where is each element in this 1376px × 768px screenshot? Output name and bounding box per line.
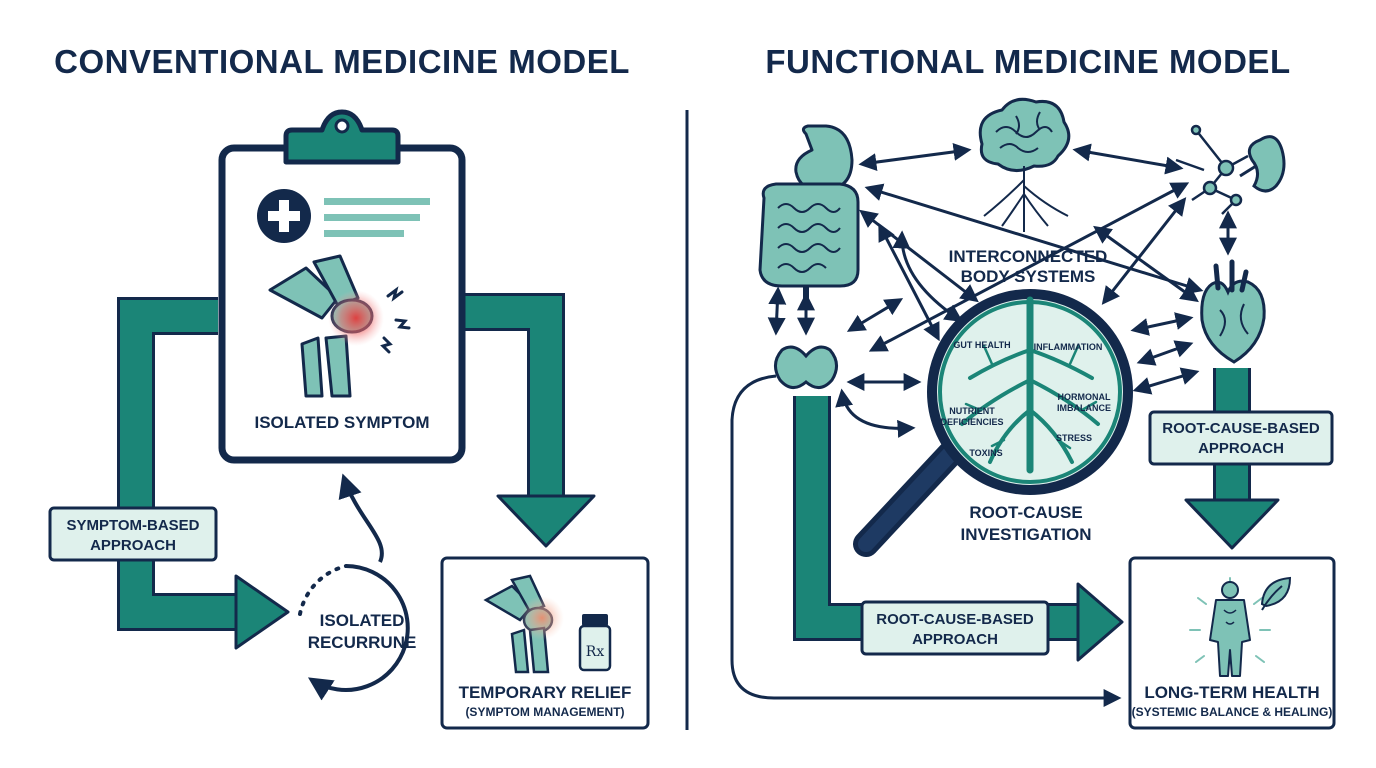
functional-panel: INTERCONNECTED BODY SYSTEMS	[730, 97, 1336, 730]
long-term-health-box: LONG-TERM HEALTH (SYSTEMIC BALANCE & HEA…	[1128, 556, 1336, 730]
svg-text:GUT HEALTH: GUT HEALTH	[953, 340, 1010, 350]
svg-text:APPROACH: APPROACH	[912, 631, 998, 648]
svg-text:APPROACH: APPROACH	[1198, 440, 1284, 457]
root-cause-approach-label-bottom: ROOT-CAUSE-BASED APPROACH	[860, 600, 1050, 656]
svg-text:APPROACH: APPROACH	[90, 537, 176, 554]
outcome-title: LONG-TERM HEALTH	[1144, 683, 1319, 702]
svg-text:DEFICIENCIES: DEFICIENCIES	[940, 417, 1003, 427]
svg-text:NUTRIENT: NUTRIENT	[949, 406, 995, 416]
recurrence-label-line-1: ISOLATED	[320, 611, 405, 630]
knee-joint-icon	[483, 574, 564, 674]
conventional-panel: ISOLATED SYMPTOM ISOLATED RECURRUNE SYMP…	[48, 109, 650, 730]
heart-icon	[1200, 259, 1266, 364]
knee-joint-icon	[268, 254, 384, 398]
systems-label-line-1: INTERCONNECTED	[949, 247, 1108, 266]
svg-text:HORMONAL: HORMONAL	[1058, 392, 1111, 402]
conventional-title: CONVENTIONAL MEDICINE MODEL	[54, 43, 630, 80]
thyroid-icon	[774, 345, 838, 389]
symptom-loop-arrow	[117, 297, 290, 650]
svg-text:SYMPTOM-BASED: SYMPTOM-BASED	[66, 517, 199, 534]
symptom-approach-label: SYMPTOM-BASED APPROACH	[48, 506, 218, 562]
relief-subtitle: (SYMPTOM MANAGEMENT)	[465, 705, 624, 719]
investigation-label-line-1: ROOT-CAUSE	[969, 503, 1082, 522]
connection-arrows	[767, 142, 1237, 438]
relief-arrow	[458, 293, 596, 548]
relief-title: TEMPORARY RELIEF	[459, 683, 632, 702]
pain-burst-icon	[380, 286, 411, 354]
svg-text:ROOT-CAUSE-BASED: ROOT-CAUSE-BASED	[876, 611, 1034, 628]
neuron-icon	[1175, 124, 1249, 215]
medical-cross-icon	[257, 189, 311, 243]
intestines-icon	[758, 182, 860, 300]
investigation-label-line-2: INVESTIGATION	[961, 525, 1092, 544]
svg-text:INFLAMMATION: INFLAMMATION	[1034, 342, 1103, 352]
clipboard: ISOLATED SYMPTOM	[218, 109, 466, 464]
svg-text:ROOT-CAUSE-BASED: ROOT-CAUSE-BASED	[1162, 420, 1320, 437]
temporary-relief-box: Rx TEMPORARY RELIEF (SYMPTOM MANAGEMENT)	[440, 556, 650, 730]
roots-icon	[960, 296, 1100, 474]
brain-icon	[978, 97, 1071, 232]
thin-loop-arrow	[730, 374, 1122, 707]
recurrence-loop: ISOLATED RECURRUNE	[298, 473, 417, 701]
svg-text:STRESS: STRESS	[1056, 433, 1092, 443]
recurrence-label-line-2: RECURRUNE	[308, 633, 417, 652]
svg-text:TOXINS: TOXINS	[969, 448, 1002, 458]
magnifier-icon: GUT HEALTH INFLAMMATION NUTRIENT DEFICIE…	[853, 289, 1133, 557]
leaf-icon	[1260, 576, 1292, 611]
svg-text:IMBALANCE: IMBALANCE	[1057, 403, 1111, 413]
functional-title: FUNCTIONAL MEDICINE MODEL	[765, 43, 1290, 80]
kidney-icon	[1239, 135, 1286, 193]
stomach-icon	[794, 124, 854, 192]
systems-label-line-2: BODY SYSTEMS	[961, 267, 1096, 286]
svg-text:Rx: Rx	[586, 644, 605, 660]
outcome-subtitle: (SYSTEMIC BALANCE & HEALING)	[1132, 705, 1333, 719]
clipboard-label: ISOLATED SYMPTOM	[254, 413, 429, 432]
human-body-icon	[1189, 577, 1271, 677]
pill-bottle-icon: Rx	[578, 614, 612, 672]
root-cause-approach-label-right: ROOT-CAUSE-BASED APPROACH	[1148, 410, 1334, 466]
